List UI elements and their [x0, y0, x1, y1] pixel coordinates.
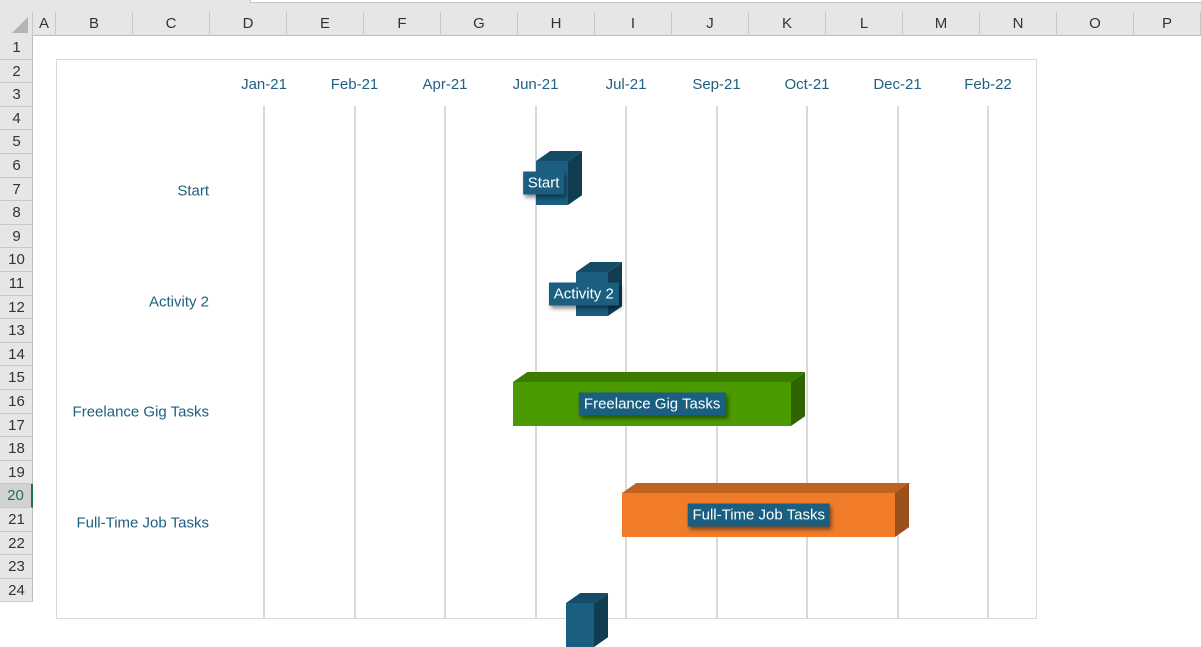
gantt-bar[interactable]: [565, 593, 609, 647]
select-all-button[interactable]: [0, 12, 33, 36]
row-header-9[interactable]: 9: [0, 225, 33, 249]
row-header-22[interactable]: 22: [0, 532, 33, 556]
column-header-L[interactable]: L: [826, 12, 903, 36]
row-header-3[interactable]: 3: [0, 83, 33, 107]
bar-data-label: Activity 2: [548, 282, 619, 305]
row-header-8[interactable]: 8: [0, 201, 33, 225]
column-header-A[interactable]: A: [33, 12, 56, 36]
x-tick-label: Feb-21: [330, 76, 379, 93]
gridline: [263, 106, 265, 618]
x-tick-label: Jun-21: [512, 76, 559, 93]
row-header-16[interactable]: 16: [0, 390, 33, 414]
row-header-13[interactable]: 13: [0, 319, 33, 343]
column-header-I[interactable]: I: [595, 12, 672, 36]
bar-data-label: Freelance Gig Tasks: [578, 392, 726, 416]
row-header-1[interactable]: 1: [0, 36, 33, 60]
row-header-7[interactable]: 7: [0, 178, 33, 202]
x-tick-label: Feb-22: [964, 76, 1012, 93]
gridline: [444, 106, 446, 618]
category-label: Activity 2: [148, 293, 209, 310]
row-header-11[interactable]: 11: [0, 272, 33, 296]
x-tick-label: Sep-21: [692, 76, 741, 93]
row-header-20[interactable]: 20: [0, 484, 33, 508]
column-header-D[interactable]: D: [210, 12, 287, 36]
x-tick-label: Oct-21: [784, 76, 830, 93]
row-header-5[interactable]: 5: [0, 130, 33, 154]
row-header-18[interactable]: 18: [0, 437, 33, 461]
gridline: [806, 106, 808, 618]
gridline: [625, 106, 627, 618]
gridline: [353, 106, 356, 618]
gantt-chart[interactable]: Jan-21 Feb-21 Apr-21 Jun-21 Jul-21 Sep-21 Oct-…: [56, 59, 1037, 647]
column-header-G[interactable]: G: [441, 12, 518, 36]
row-header-17[interactable]: 17: [0, 414, 33, 438]
x-tick-label: Apr-21: [422, 76, 468, 93]
row-header-19[interactable]: 19: [0, 461, 33, 485]
gridline: [987, 106, 989, 618]
row-header-4[interactable]: 4: [0, 107, 33, 131]
column-header-C[interactable]: C: [133, 12, 210, 36]
row-header-12[interactable]: 12: [0, 296, 33, 320]
row-header-14[interactable]: 14: [0, 343, 33, 367]
column-header-B[interactable]: B: [56, 12, 133, 36]
category-label: Start: [177, 182, 209, 200]
column-header-M[interactable]: M: [903, 12, 980, 36]
column-header-O[interactable]: O: [1057, 12, 1134, 36]
x-tick-label: Dec-21: [873, 76, 922, 93]
column-header-H[interactable]: H: [518, 12, 595, 36]
row-header-6[interactable]: 6: [0, 154, 33, 178]
column-header-K[interactable]: K: [749, 12, 826, 36]
column-header-E[interactable]: E: [287, 12, 364, 36]
category-label: Full-Time Job Tasks: [76, 514, 209, 531]
gridline: [534, 106, 537, 618]
x-tick-label: Jul-21: [605, 76, 647, 93]
ribbon-edge: [0, 0, 1201, 12]
bar-data-label: Full-Time Job Tasks: [687, 503, 830, 526]
column-header-F[interactable]: F: [364, 12, 441, 36]
column-header-P[interactable]: P: [1134, 12, 1201, 36]
row-header-23[interactable]: 23: [0, 555, 33, 579]
gridline: [715, 106, 718, 618]
row-header-21[interactable]: 21: [0, 508, 33, 532]
column-header-J[interactable]: J: [672, 12, 749, 36]
x-tick-label: Jan-21: [241, 76, 287, 93]
category-label: Freelance Gig Tasks: [72, 403, 209, 421]
row-header-10[interactable]: 10: [0, 248, 33, 272]
gridline: [896, 106, 899, 618]
column-header-N[interactable]: N: [980, 12, 1057, 36]
row-header-2[interactable]: 2: [0, 60, 33, 84]
bar-data-label: Start: [522, 171, 565, 195]
row-header-15[interactable]: 15: [0, 366, 33, 390]
row-header-24[interactable]: 24: [0, 579, 33, 603]
